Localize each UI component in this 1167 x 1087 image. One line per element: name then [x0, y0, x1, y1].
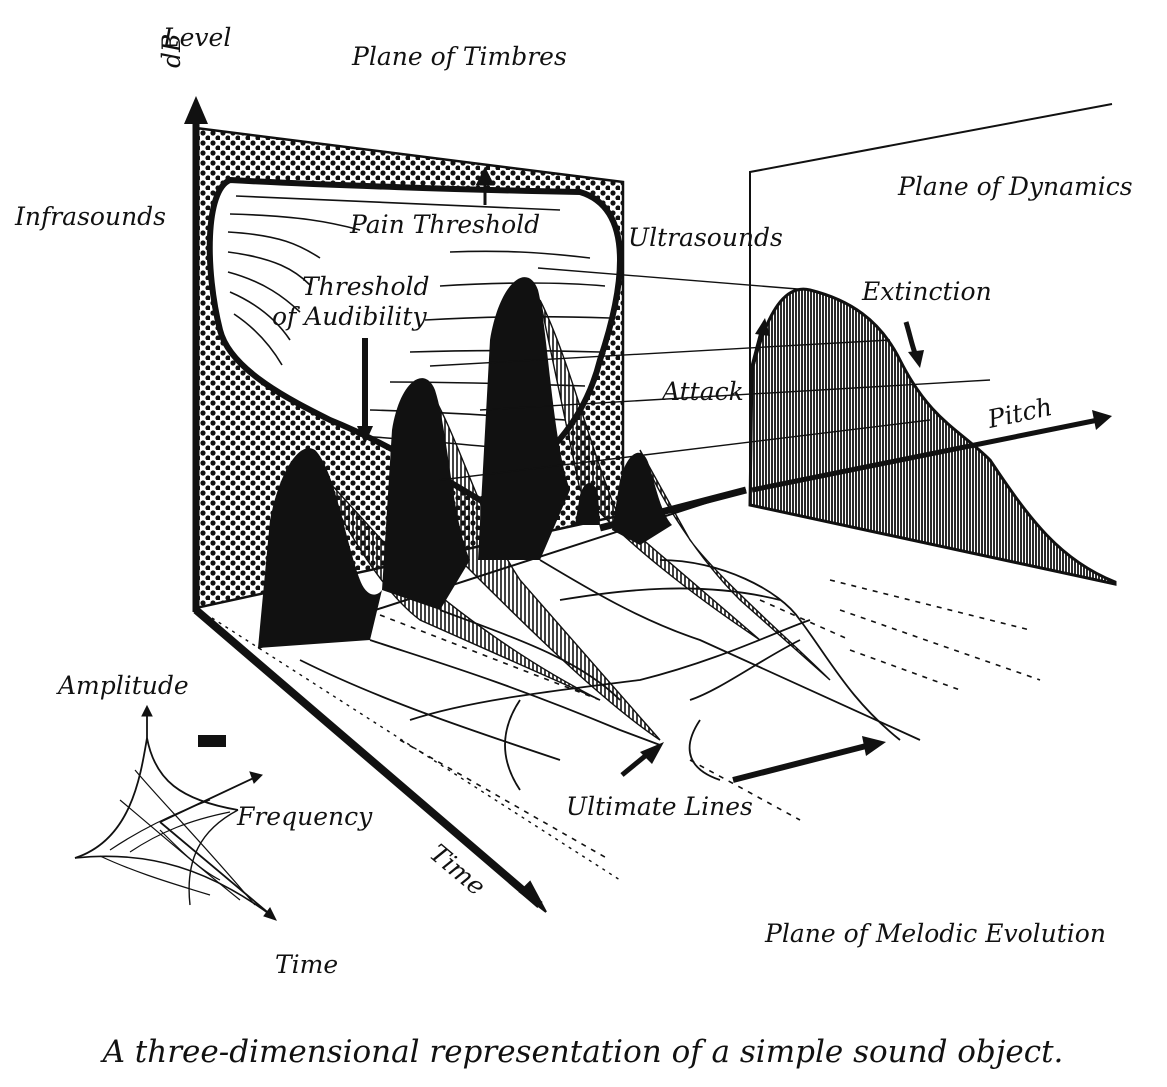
pitch-label: Pitch — [984, 392, 1055, 434]
peak-2 — [382, 378, 470, 610]
floor-dashes — [379, 579, 1041, 861]
infrasounds-label: Infrasounds — [14, 202, 166, 231]
dynamics-plane — [749, 103, 1113, 505]
ultimate-lines-arrows — [620, 736, 886, 783]
peak-1 — [258, 448, 382, 648]
figure-caption: A three-dimensional representation of a … — [100, 1034, 1064, 1070]
inset-time-axis — [159, 821, 273, 917]
plane-of-melodic-evolution-label: Plane of Melodic Evolution — [764, 919, 1106, 948]
peak-4 — [612, 452, 672, 545]
inset-smudge — [198, 735, 226, 747]
threshold-label-line1: Threshold — [302, 272, 430, 301]
inset-web — [74, 704, 277, 921]
ultimate-lines-label: Ultimate Lines — [566, 792, 753, 821]
frequency-label: Frequency — [236, 802, 373, 831]
ultrasounds-label: Ultrasounds — [628, 223, 783, 252]
extinction-arrow — [903, 321, 924, 368]
dynamics-envelope — [748, 287, 1117, 586]
threshold-label-line2: of Audibility — [272, 302, 427, 331]
attack-label: Attack — [660, 377, 744, 406]
peak-small — [575, 482, 600, 525]
attack-arrow — [750, 318, 770, 369]
level-axis — [184, 96, 208, 612]
peak-3 — [478, 277, 570, 560]
plane-of-dynamics-label: Plane of Dynamics — [897, 172, 1133, 201]
pain-threshold-arrow — [475, 166, 495, 205]
threshold-pointer — [357, 338, 373, 444]
labels: Level dB Plane of Timbres Infrasounds Pa… — [14, 23, 1133, 1070]
amplitude-label: Amplitude — [56, 671, 189, 700]
level-label: Level — [162, 23, 231, 52]
decay-grid — [299, 559, 921, 791]
pitch-axis — [751, 410, 1112, 493]
inset-time-label: Time — [275, 950, 338, 979]
time-axis-label: Time — [424, 838, 491, 901]
extinction-label: Extinction — [861, 277, 992, 306]
pain-threshold-label: Pain Threshold — [349, 210, 540, 239]
peak-shadow-4 — [639, 449, 831, 681]
spectral-peaks — [258, 277, 831, 741]
peak-shadow-2 — [429, 389, 661, 741]
plane-of-timbres-label: Plane of Timbres — [351, 42, 567, 71]
db-label: dB — [157, 34, 186, 68]
